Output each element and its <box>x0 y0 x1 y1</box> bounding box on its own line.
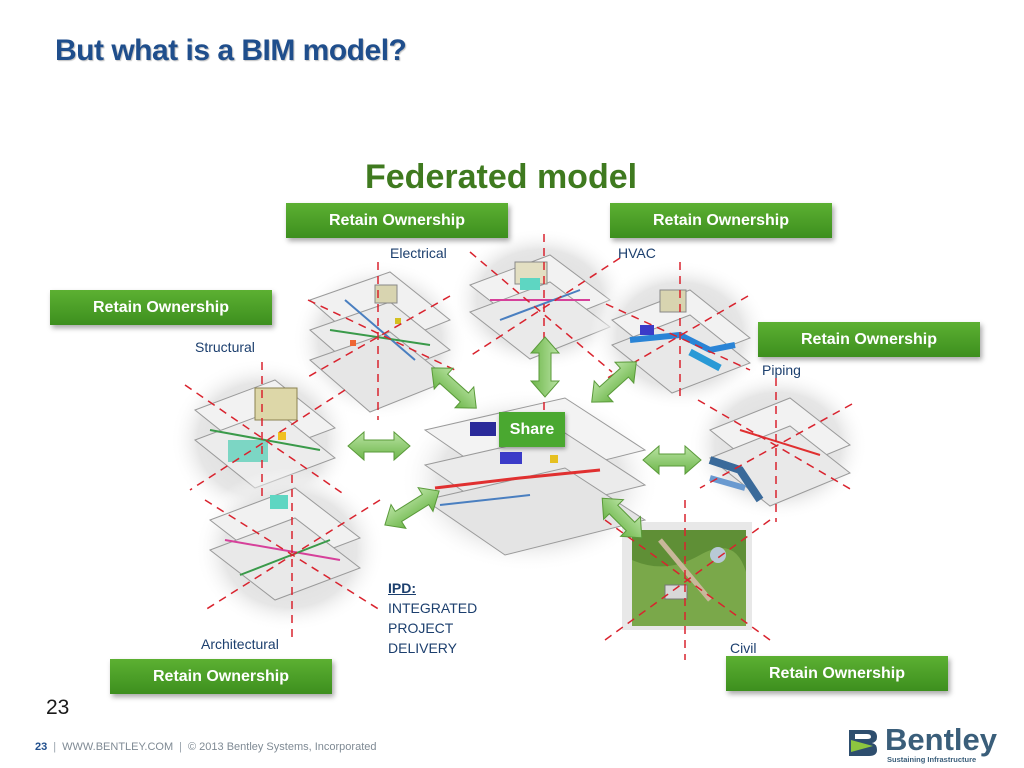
label-hvac: HVAC <box>618 245 656 261</box>
ipd-text: IPD: INTEGRATED PROJECT DELIVERY <box>388 578 477 658</box>
footer: 23|WWW.BENTLEY.COM|© 2013 Bentley System… <box>35 741 377 753</box>
ipd-line-1: INTEGRATED <box>388 600 478 616</box>
ipd-heading: IPD: <box>388 580 416 596</box>
slide-title: But what is a BIM model? <box>55 34 407 67</box>
bentley-logo: Bentley Sustaining Infrastructure <box>845 722 1000 764</box>
label-piping: Piping <box>762 362 801 378</box>
ipd-line-2: PROJECT <box>388 620 454 636</box>
slide-page-number: 23 <box>46 696 70 719</box>
retain-ownership-civil: Retain Ownership <box>726 656 948 691</box>
architectural-model-image <box>195 468 385 632</box>
footer-website: WWW.BENTLEY.COM <box>62 741 174 753</box>
label-structural: Structural <box>195 339 255 355</box>
axis-guides <box>184 234 853 660</box>
share-label: Share <box>499 412 565 447</box>
bentley-tagline: Sustaining Infrastructure <box>887 755 977 764</box>
label-civil: Civil <box>730 640 757 656</box>
retain-ownership-architectural: Retain Ownership <box>110 659 332 694</box>
electrical-model-image <box>292 260 468 420</box>
hvac-center-model-image <box>450 228 630 372</box>
bentley-b-icon <box>845 726 879 760</box>
footer-page: 23 <box>35 741 48 753</box>
retain-ownership-hvac: Retain Ownership <box>610 203 832 238</box>
central-federated-model-image <box>400 388 660 572</box>
retain-ownership-piping: Retain Ownership <box>758 322 980 357</box>
retain-ownership-electrical: Retain Ownership <box>286 203 508 238</box>
footer-copyright: © 2013 Bentley Systems, Incorporated <box>188 741 377 753</box>
share-arrows <box>347 336 702 539</box>
label-architectural: Architectural <box>201 636 279 652</box>
federated-model-title: Federated model <box>365 158 638 196</box>
ipd-line-3: DELIVERY <box>388 640 457 656</box>
bentley-wordmark: Bentley <box>885 722 997 757</box>
retain-ownership-structural: Retain Ownership <box>50 290 272 325</box>
label-electrical: Electrical <box>390 245 447 261</box>
